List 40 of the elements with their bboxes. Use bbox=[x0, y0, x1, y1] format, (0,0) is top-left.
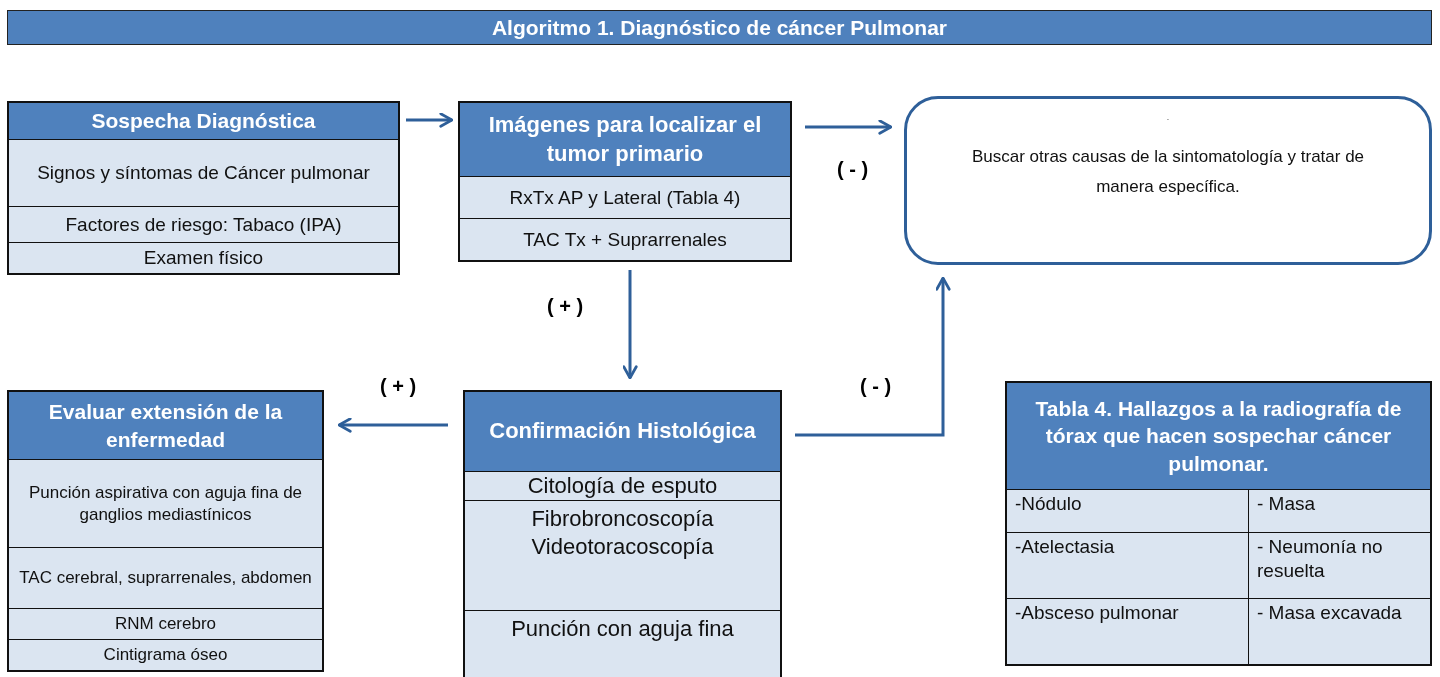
table-cell-text: Punción aspirativa con aguja fina de ganglios mediastínicos bbox=[27, 482, 304, 526]
table-header: Evaluar extensión de la enfermedad bbox=[9, 392, 322, 460]
rounded-box bbox=[904, 96, 1432, 265]
arrow bbox=[795, 276, 951, 437]
arrow bbox=[622, 270, 638, 380]
edge-label: ( - ) bbox=[858, 375, 894, 398]
table-cell: TAC cerebral, suprarrenales, abdomen bbox=[9, 547, 322, 608]
table-cell-text: RxTx AP y Lateral (Tabla 4) bbox=[508, 185, 742, 210]
table-cell: RNM cerebro bbox=[9, 608, 322, 639]
table-cell: Fibrobroncoscopía Videotoracoscopía bbox=[465, 500, 780, 610]
edge-label: ( + ) bbox=[378, 375, 419, 398]
table-cell: - Neumonía no resuelta bbox=[1248, 532, 1430, 598]
table-box bbox=[7, 101, 400, 275]
table-cell: TAC Tx + Suprarrenales bbox=[460, 218, 790, 260]
table-header: Imágenes para localizar el tumor primario bbox=[460, 103, 790, 177]
table-cell: Factores de riesgo: Tabaco (IPA) bbox=[9, 206, 398, 242]
table-header: Sospecha Diagnóstica bbox=[9, 103, 398, 140]
arrow bbox=[406, 112, 454, 128]
table-box bbox=[7, 390, 324, 672]
table-box bbox=[463, 390, 782, 677]
table-cell: Cintigrama óseo bbox=[9, 639, 322, 670]
table-cell: -Absceso pulmonar bbox=[1007, 598, 1248, 664]
table-header: Confirmación Histológica bbox=[465, 392, 780, 472]
edge-label: ( + ) bbox=[545, 295, 586, 318]
table-cell-text: Citología de esputo bbox=[526, 472, 719, 500]
table-cell: Punción con aguja fina bbox=[465, 610, 780, 677]
table-cell-text: -Nódulo bbox=[1014, 492, 1083, 516]
table-cell: - Masa excavada bbox=[1248, 598, 1430, 664]
table-cell-text: Signos y síntomas de Cáncer pulmonar bbox=[36, 161, 371, 186]
table-box bbox=[1005, 381, 1432, 666]
table-cell: -Atelectasia bbox=[1007, 532, 1248, 598]
edge-label: ( - ) bbox=[835, 158, 871, 181]
table-cell: Examen físico bbox=[9, 242, 398, 273]
arrow bbox=[805, 119, 893, 135]
arrow bbox=[337, 417, 448, 433]
table-cell: - Masa bbox=[1248, 490, 1430, 532]
table-header: Tabla 4. Hallazgos a la radiografía de tórax que hacen sospechar cáncer pulmonar. bbox=[1007, 383, 1430, 490]
box-text: Buscar otras causas de la sintomatología y tratar de manera específica. bbox=[970, 146, 1366, 198]
title-banner: Algoritmo 1. Diagnóstico de cáncer Pulmonar bbox=[7, 10, 1432, 45]
table-box bbox=[458, 101, 792, 262]
